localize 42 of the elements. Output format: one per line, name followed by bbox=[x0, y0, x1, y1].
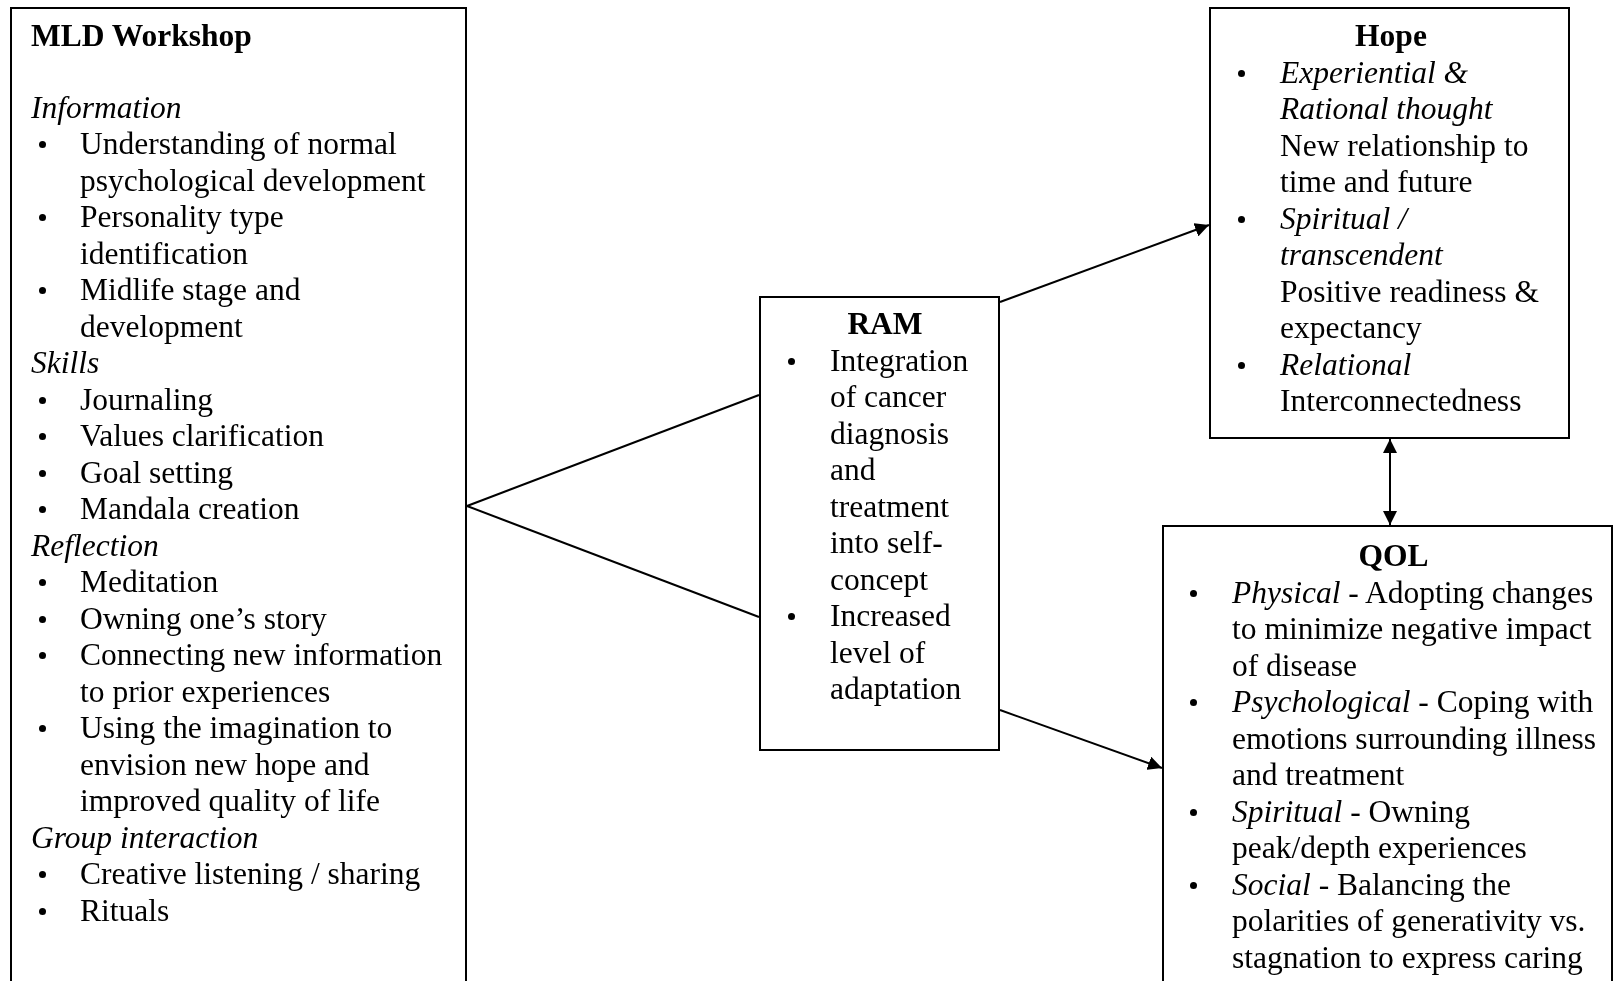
list-item: Spiritual - Owning peak/depth experiences bbox=[1182, 793, 1605, 867]
list-item: Physical - Adopting changes to minimize negative impact of disease bbox=[1182, 574, 1605, 684]
item-description: New relationship to time and future bbox=[1279, 127, 1530, 201]
item-description: Interconnectedness bbox=[1279, 383, 1523, 420]
text-box bbox=[1162, 525, 1613, 981]
list-item: Connecting new information to prior experiences bbox=[31, 637, 443, 710]
list-item: Values clarification bbox=[31, 418, 443, 455]
list-item: Social - Balancing the polarities of generativity vs. stagnation to express caring bbox=[1182, 866, 1605, 976]
section-label: Reflection bbox=[31, 527, 160, 564]
list-item: Experiential & Rational thought bbox=[1230, 54, 1552, 128]
text-box bbox=[1209, 7, 1570, 439]
list-item: Goal setting bbox=[31, 454, 443, 491]
text-box bbox=[10, 7, 467, 981]
list-item: Owning one’s story bbox=[31, 600, 443, 637]
item-description: Positive readiness & expectancy bbox=[1279, 273, 1540, 347]
list-item: Using the imagination to envision new hope and improved quality of life bbox=[31, 710, 443, 820]
list-item: Increased level of adaptation bbox=[780, 598, 990, 708]
list-item: Rituals bbox=[31, 892, 443, 929]
arrow bbox=[1383, 438, 1397, 526]
box-heading: RAM bbox=[846, 306, 924, 343]
list-item: Midlife stage and development bbox=[31, 272, 443, 345]
list-item: Spiritual / transcendent bbox=[1230, 200, 1552, 274]
list-item: Relational bbox=[1230, 346, 1552, 383]
section-label: Information bbox=[31, 89, 183, 126]
text-box bbox=[759, 296, 1000, 751]
arrow bbox=[999, 709, 1163, 770]
list-item: Psychological - Coping with emotions surrounding illness and treatment bbox=[1182, 684, 1605, 794]
box-heading: QOL bbox=[1357, 538, 1430, 575]
box-heading: MLD Workshop bbox=[31, 18, 253, 55]
list-item: Personality type identification bbox=[31, 199, 443, 272]
list-item: Understanding of normal psychological development bbox=[31, 126, 443, 199]
list-item: Creative listening / sharing bbox=[31, 856, 443, 893]
connector-line bbox=[466, 505, 760, 618]
section-label: Skills bbox=[31, 345, 101, 382]
connector-line bbox=[466, 394, 760, 507]
list-item: Mandala creation bbox=[31, 491, 443, 528]
section-label: Group interaction bbox=[31, 819, 260, 856]
list-item: Integration of cancer diagnosis and treatment into self-concept bbox=[780, 342, 990, 598]
list-item: Meditation bbox=[31, 564, 443, 601]
list-item: Journaling bbox=[31, 381, 443, 418]
arrow bbox=[999, 223, 1210, 303]
box-heading: Hope bbox=[1354, 18, 1428, 55]
